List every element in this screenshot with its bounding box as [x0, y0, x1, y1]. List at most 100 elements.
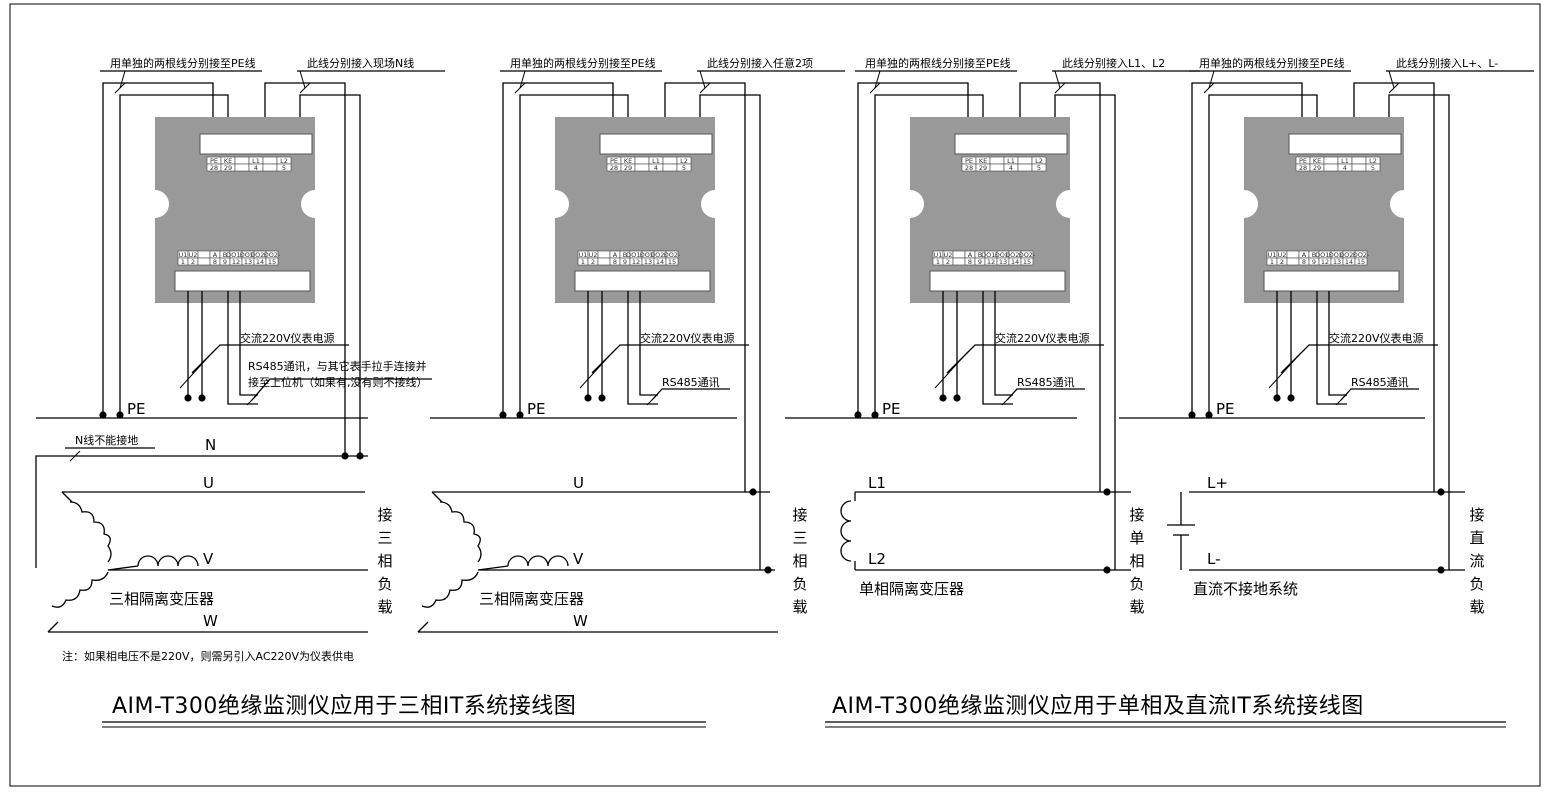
source-label: 直流不接地系统	[1193, 580, 1298, 598]
load-label-char: 流	[1469, 552, 1484, 570]
terminal-cell	[597, 250, 611, 259]
power-terminal	[198, 394, 206, 402]
pe-wire-1	[1191, 82, 1303, 415]
u-label: U	[203, 474, 214, 492]
diagram-three-phase: 用单独的两根线分别接至PE线此线分别接入任意2项PE28KE29L14L25U1…	[417, 56, 845, 633]
terminal-number: 1	[1270, 258, 1274, 266]
diagram-single-phase: 用单独的两根线分别接至PE线此线分别接入L1、L2PE28KE29L14L25U…	[785, 56, 1200, 616]
l2-junction	[1437, 566, 1445, 574]
terminal-number: 9	[978, 258, 982, 266]
terminal-label: U2	[944, 251, 953, 259]
w-label: W	[573, 612, 588, 630]
connection-wire-1	[1353, 82, 1435, 492]
terminal-number: 8	[213, 258, 217, 266]
terminal-strip-bottom	[174, 270, 311, 292]
load-label-char: 直	[1469, 529, 1484, 547]
power-note-leader	[1280, 344, 1438, 374]
terminal-number: 13	[999, 258, 1007, 266]
rs485-wire-1	[1316, 291, 1347, 405]
terminal-number: 4	[1009, 164, 1013, 172]
l2-junction	[1103, 566, 1111, 574]
terminal-label: DO2-	[664, 251, 681, 259]
winding-w	[51, 571, 109, 608]
terminal-cell	[262, 156, 278, 165]
terminal-number: 4	[654, 164, 658, 172]
terminal-label: DO2+	[1005, 251, 1025, 259]
n-junction	[356, 452, 364, 460]
terminal-number: 8	[1302, 258, 1306, 266]
terminal-cell	[1323, 156, 1339, 165]
power-note: 交流220V仪表电源	[240, 331, 335, 345]
terminal-number: 15	[268, 258, 276, 266]
terminal-strip-top	[954, 133, 1068, 155]
l1-label: L1	[868, 474, 886, 492]
terminal-label: DO1+	[226, 251, 246, 259]
terminal-label: PE	[965, 157, 973, 165]
terminal-label: PE	[1299, 157, 1307, 165]
connection-wire-1	[664, 82, 746, 492]
power-terminal	[1287, 394, 1295, 402]
terminal-cell	[665, 257, 679, 266]
rs485-note: RS485通讯	[1351, 376, 1409, 389]
pe-leader	[519, 70, 526, 89]
l1-junction	[1103, 488, 1111, 496]
terminal-number: 9	[223, 258, 227, 266]
terminal-label: B	[223, 251, 227, 259]
footnote: 注：如果相电压不是220V，则需另引入AC220V为仪表供电	[62, 649, 354, 663]
terminal-number: 1	[581, 258, 585, 266]
connection-wire-1	[264, 82, 346, 456]
pe-junction	[499, 411, 507, 419]
title-right: AIM-T300绝缘监测仪应用于单相及直流IT系统接线图	[832, 694, 1364, 719]
terminal-cell	[634, 163, 650, 172]
terminal-cell	[1365, 163, 1381, 172]
title-left: AIM-T300绝缘监测仪应用于三相IT系统接线图	[112, 694, 576, 719]
terminal-number: 29	[224, 164, 232, 172]
terminal-number: 29	[1313, 164, 1321, 172]
power-terminal	[584, 394, 592, 402]
winding-u	[69, 501, 112, 563]
terminal-number: 12	[1321, 258, 1329, 266]
pe-note: 用单独的两根线分别接至PE线	[1199, 56, 1345, 70]
terminal-cell	[1286, 257, 1300, 266]
load-label-char: 负	[377, 575, 392, 593]
terminal-cell	[1323, 163, 1339, 172]
u-junction	[749, 488, 757, 496]
terminal-cell	[989, 156, 1005, 165]
terminal-cell	[1020, 257, 1034, 266]
pe-leader	[1208, 70, 1215, 89]
terminal-number: 12	[987, 258, 995, 266]
terminal-cell	[662, 156, 678, 165]
terminal-number: 8	[968, 258, 972, 266]
terminal-number: 13	[644, 258, 652, 266]
terminal-number: 28	[610, 164, 618, 172]
load-label-char: 三	[377, 529, 392, 547]
terminal-number: 5	[1371, 164, 1375, 172]
terminal-strip-bottom	[929, 270, 1066, 292]
load-label-char: 负	[1129, 575, 1144, 593]
pe-junction	[871, 411, 879, 419]
winding-v-lead	[107, 565, 139, 571]
terminal-label: U1	[934, 251, 943, 259]
rs485-note-leader	[1006, 388, 1085, 401]
terminal-label: L1	[1007, 157, 1015, 165]
terminal-label: DO1-	[995, 251, 1012, 259]
terminal-strip-top	[599, 133, 713, 155]
l2-label: L2	[868, 550, 886, 568]
terminal-cell	[989, 163, 1005, 172]
terminal-number: 5	[282, 164, 286, 172]
terminal-label: PE	[610, 157, 618, 165]
terminal-label: L2	[1035, 157, 1043, 165]
terminal-number: 14	[1345, 258, 1353, 266]
terminal-label: DO1-	[1329, 251, 1346, 259]
u-bus-corner	[431, 491, 443, 503]
load-label-char: 载	[1129, 598, 1144, 616]
power-terminal	[184, 394, 192, 402]
rs485-note-leader	[251, 378, 432, 401]
terminal-number: 12	[232, 258, 240, 266]
terminal-label: DO1+	[626, 251, 646, 259]
terminal-strip-bottom	[1263, 270, 1400, 292]
terminal-number: 1	[936, 258, 940, 266]
load-label-char: 相	[792, 552, 807, 570]
power-terminal	[598, 394, 606, 402]
terminal-number: 9	[623, 258, 627, 266]
